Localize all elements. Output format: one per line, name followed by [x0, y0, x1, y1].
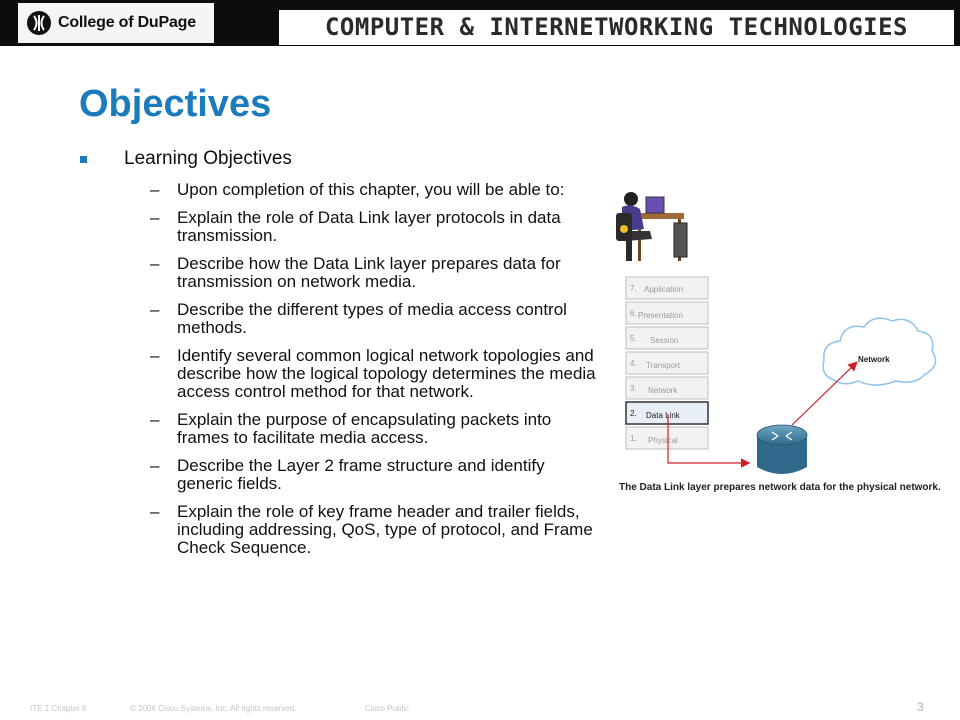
layer-name-4: Transport: [646, 361, 681, 370]
layer-num-4: 4.: [630, 359, 637, 368]
list-item: –Explain the role of Data Link layer pro…: [150, 209, 605, 245]
data-link-layer-highlight: [625, 401, 709, 425]
data-path-arrows: [667, 361, 858, 468]
slide-title: Objectives: [79, 83, 272, 125]
layer-name-7: Application: [644, 285, 683, 294]
workstation-user-icon: [616, 192, 688, 261]
page-number: 3: [917, 700, 924, 714]
department-banner: COMPUTER & INTERNETWORKING TECHNOLOGIES: [279, 10, 954, 45]
list-item: –Describe the different types of media a…: [150, 301, 605, 337]
college-logo-text: College of DuPage: [58, 14, 196, 31]
layer-num-5: 5.: [630, 334, 637, 343]
layer-name-6: Presentation: [638, 311, 683, 320]
layer-num-3: 3.: [630, 384, 637, 393]
layer-name-3: Network: [648, 386, 678, 395]
bullet-text: Learning Objectives: [124, 148, 292, 169]
objective-text: Describe how the Data Link layer prepare…: [177, 254, 561, 291]
department-banner-text: COMPUTER & INTERNETWORKING TECHNOLOGIES: [324, 12, 909, 41]
objective-text: Identify several common logical network …: [177, 346, 596, 401]
layer-num-6: 6.: [630, 309, 637, 318]
list-item: –Describe how the Data Link layer prepar…: [150, 255, 605, 291]
layer-num-2: 2.: [630, 409, 637, 418]
objective-text: Explain the purpose of encapsulating pac…: [177, 410, 552, 447]
objective-text: Describe the Layer 2 frame structure and…: [177, 456, 545, 493]
dash-marker: –: [150, 502, 160, 521]
objective-text: Upon completion of this chapter, you wil…: [177, 180, 565, 199]
square-bullet-icon: [80, 155, 87, 163]
footer-classification: Cisco Public: [365, 704, 410, 713]
list-item: –Explain the role of key frame header an…: [150, 503, 605, 557]
objective-text: Explain the role of key frame header and…: [177, 502, 593, 557]
dash-marker: –: [150, 208, 160, 227]
list-item: –Upon completion of this chapter, you wi…: [150, 181, 605, 199]
cloud-label: Network: [858, 355, 890, 364]
network-cloud-icon: Network: [822, 317, 937, 386]
list-item: –Explain the purpose of encapsulating pa…: [150, 411, 605, 447]
dash-marker: –: [150, 410, 160, 429]
dash-marker: –: [150, 300, 160, 319]
list-item: –Identify several common logical network…: [150, 347, 605, 401]
layer-name-5: Session: [650, 336, 678, 345]
objective-text: Describe the different types of media ac…: [177, 300, 567, 337]
college-emblem-icon: [27, 11, 51, 35]
dash-marker: –: [150, 180, 160, 199]
college-logo: College of DuPage: [18, 3, 214, 43]
osi-layer-stack: 7. Application 6. Presentation 5. Sessio…: [625, 276, 709, 450]
figure-caption: The Data Link layer prepares network dat…: [619, 482, 941, 493]
footer-course: ITE 1 Chapter 6: [30, 704, 87, 713]
layer-name-1: Physical: [648, 436, 678, 445]
layer-num-7: 7.: [630, 284, 637, 293]
objectives-list: –Upon completion of this chapter, you wi…: [150, 181, 605, 567]
footer-copyright: © 2006 Cisco Systems, Inc. All rights re…: [130, 704, 297, 713]
learning-objectives-bullet: Learning Objectives: [79, 148, 292, 170]
osi-data-link-figure: 7. Application 6. Presentation 5. Sessio…: [616, 192, 937, 474]
objective-text: Explain the role of Data Link layer prot…: [177, 208, 561, 245]
list-item: –Describe the Layer 2 frame structure an…: [150, 457, 605, 493]
dash-marker: –: [150, 456, 160, 475]
dash-marker: –: [150, 254, 160, 273]
dash-marker: –: [150, 346, 160, 365]
router-icon: [756, 424, 808, 474]
layer-num-1: 1.: [630, 434, 637, 443]
layer-name-2: Data Link: [646, 411, 681, 420]
